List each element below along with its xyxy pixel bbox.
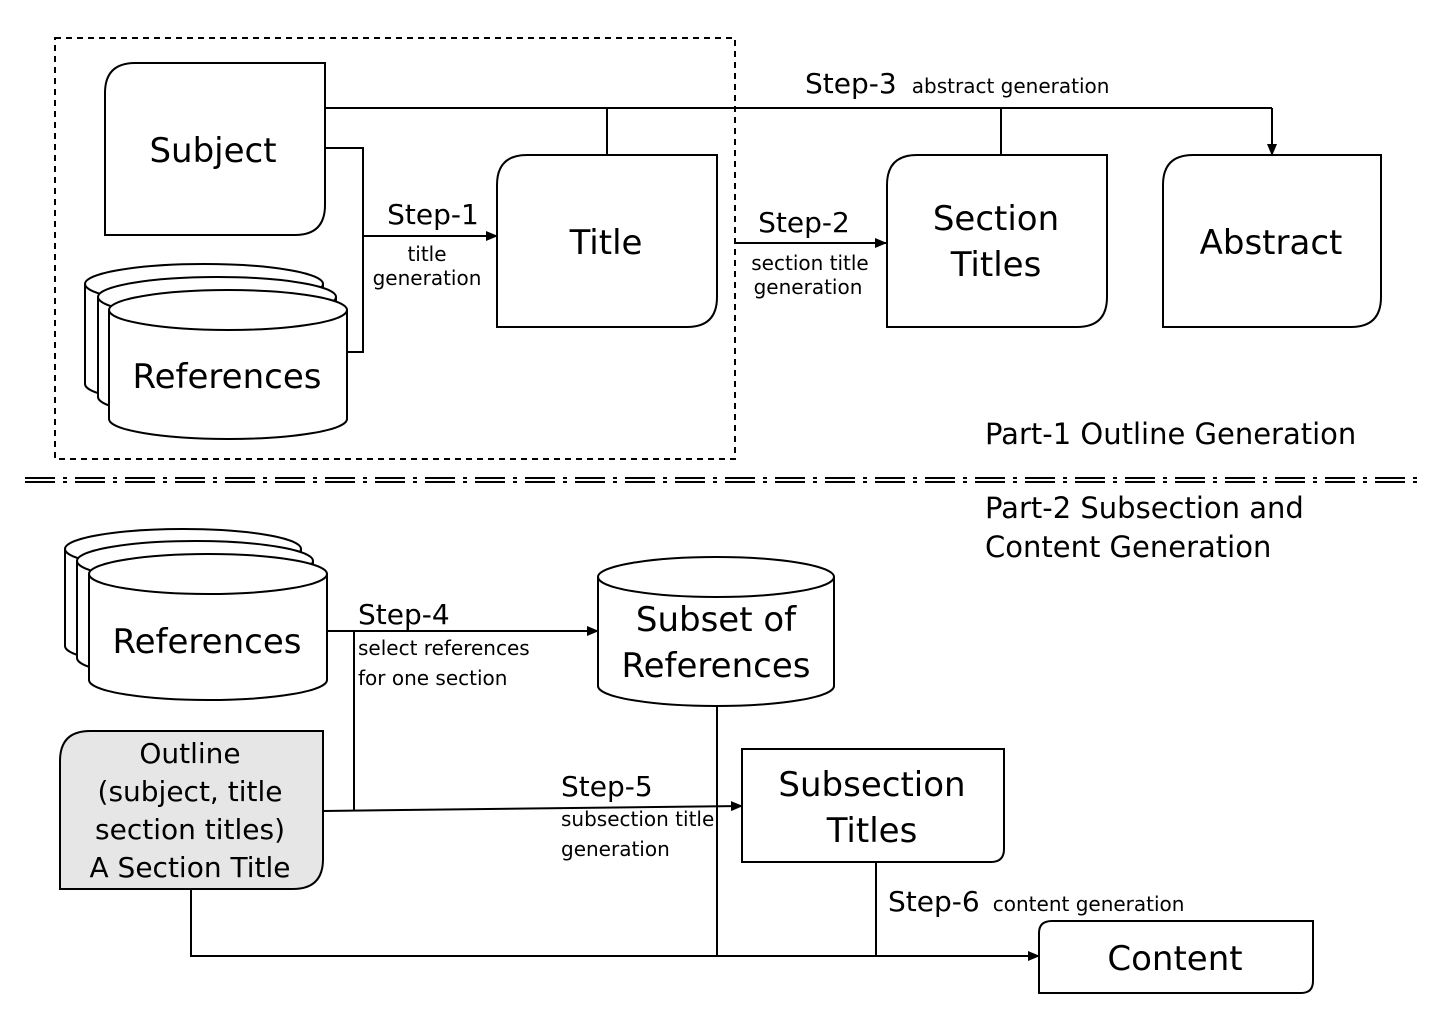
outline-label-line4: A Section Title — [90, 851, 291, 884]
part2-label-line1: Part-2 Subsection and — [985, 491, 1304, 525]
step5-desc-line2: generation — [561, 837, 670, 861]
step2-desc-line2: generation — [754, 275, 863, 299]
content-label: Content — [1107, 939, 1242, 979]
subset-label-line2: References — [622, 646, 811, 686]
outline-label-line1: Outline — [139, 737, 240, 770]
abstract-box: Abstract — [1162, 154, 1382, 328]
content-box: Content — [1038, 920, 1314, 994]
title-box: Title — [496, 154, 718, 328]
step6-desc: content generation — [993, 892, 1185, 916]
step1-desc-line1: title — [407, 242, 446, 266]
step1-label: Step-1 — [387, 198, 479, 231]
outline-label-line3: section titles) — [95, 813, 285, 846]
part1-dashed-group — [54, 37, 736, 460]
part1-label: Part-1 Outline Generation — [985, 417, 1356, 451]
subset-label-line1: Subset of — [636, 600, 797, 640]
subject-box: Subject — [104, 62, 326, 236]
section-titles-label-line2: Titles — [950, 245, 1042, 285]
title-label: Title — [569, 223, 643, 263]
step6-label: Step-6 — [888, 885, 980, 918]
step3-text: Step-3 abstract generation — [805, 67, 1109, 100]
step1-desc-line2: generation — [373, 266, 482, 290]
outline-box: Outline (subject, title section titles) … — [59, 730, 324, 890]
step4-label: Step-4 — [358, 598, 450, 631]
subject-references-bracket — [325, 147, 364, 353]
references-cylinders-part1: References — [84, 263, 348, 440]
part2-label-line2: Content Generation — [985, 530, 1271, 564]
step3-label: Step-3 — [805, 67, 897, 100]
step5-arrow — [322, 801, 743, 812]
subsection-titles-label-line1: Subsection — [778, 765, 965, 805]
step5-desc-line1: subsection title — [561, 807, 714, 831]
abstract-label: Abstract — [1200, 223, 1343, 263]
subsection-titles-label-line2: Titles — [826, 811, 918, 851]
references-label-part2: References — [113, 622, 302, 662]
step2-desc-line1: section title — [751, 251, 869, 275]
step4-desc-line2: for one section — [358, 666, 507, 690]
references-label-part1: References — [133, 357, 322, 397]
step2-label: Step-2 — [758, 206, 850, 239]
step4-desc-line1: select references — [358, 636, 530, 660]
step3-desc: abstract generation — [912, 74, 1110, 98]
references-cylinders-part2: References — [64, 528, 328, 701]
step6-arrow — [190, 889, 1040, 961]
outline-label-line2: (subject, title — [98, 775, 283, 808]
step6-text: Step-6 content generation — [888, 885, 1184, 918]
section-titles-box: Section Titles — [886, 154, 1108, 328]
section-titles-label-line1: Section — [933, 199, 1059, 239]
step5-label: Step-5 — [561, 770, 653, 803]
subject-label: Subject — [149, 131, 276, 171]
subset-references-cylinder: Subset of References — [597, 556, 835, 707]
subsection-titles-box: Subsection Titles — [741, 748, 1005, 863]
